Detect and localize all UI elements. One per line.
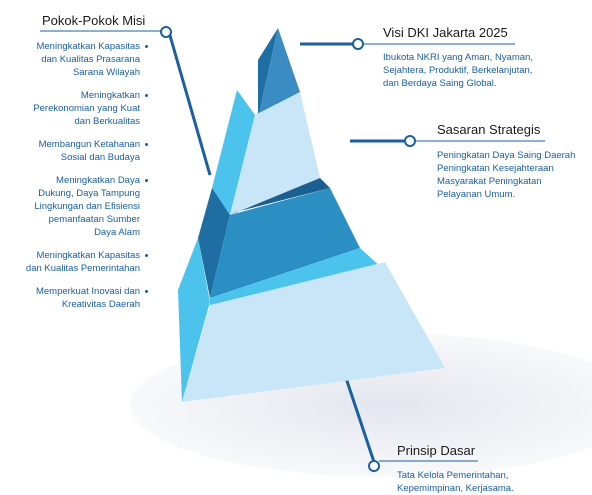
strategic-line: Peningkatan Kesejahteraan bbox=[437, 163, 554, 174]
mission-item-line: Meningkatkan bbox=[80, 90, 140, 101]
vision-connector-node bbox=[352, 38, 364, 50]
mission-item-line: Perekonomian yang Kuat bbox=[33, 103, 140, 114]
mission-list: Meningkatkan Kapasitas dan Kualitas Prasa… bbox=[8, 40, 148, 321]
bullet-icon bbox=[145, 143, 148, 146]
pyramid-top-front-face bbox=[258, 28, 300, 118]
mission-item: Meningkatkan Kapasitas dan Kualitas Pemer… bbox=[8, 249, 148, 275]
strategic-line: Masyarakat Peningkatan bbox=[437, 176, 542, 187]
pyramid-tier3-top-band bbox=[230, 178, 330, 215]
vision-description: Ibukota NKRI yang Aman, Nyaman, Sejahtera… bbox=[383, 51, 533, 90]
mission-item-line: Dukung, Daya Tampung bbox=[38, 188, 140, 199]
pyramid-base-front-face bbox=[182, 262, 445, 402]
mission-connector bbox=[167, 31, 212, 176]
pyramid-base-side-face bbox=[178, 238, 210, 402]
vision-line: dan Berdaya Saing Global. bbox=[383, 78, 497, 89]
bullet-icon bbox=[145, 254, 148, 257]
mission-item-line: Membangun Ketahanan bbox=[38, 139, 140, 150]
mission-item-line: dan Berkualitas bbox=[74, 116, 140, 127]
mission-title: Pokok-Pokok Misi bbox=[42, 13, 146, 28]
bullet-icon bbox=[145, 179, 148, 182]
mission-item-line: Meningkatkan Kapasitas bbox=[36, 41, 140, 52]
mission-item-line: Meningkatkan Daya bbox=[56, 175, 140, 186]
mission-item-line: pemanfaatan Sumber bbox=[48, 214, 140, 225]
strategic-connector-node bbox=[404, 135, 416, 147]
vision-line: Ibukota NKRI yang Aman, Nyaman, bbox=[383, 52, 533, 63]
mission-item-line: Sosial dan Budaya bbox=[60, 152, 140, 163]
mission-item-line: dan Kualitas Pemerintahan bbox=[25, 263, 140, 274]
mission-item-line: dan Kualitas Prasarana bbox=[41, 54, 140, 65]
mission-item-line: Sarana Wilayah bbox=[72, 67, 140, 78]
pyramid-tier3-side-face bbox=[198, 188, 230, 298]
bullet-icon bbox=[145, 45, 148, 48]
mission-item-line: Daya Alam bbox=[94, 227, 140, 238]
mission-connector-node bbox=[160, 26, 172, 38]
mission-item-line: Kreativitas Daerah bbox=[61, 299, 140, 310]
pyramid-tier3-front-face bbox=[210, 188, 360, 298]
vision-line: Sejahtera, Produktif, Berkelanjutan, bbox=[383, 65, 533, 76]
strategic-line: Peningkatan Daya Saing Daerah bbox=[437, 150, 576, 161]
principle-line: Tata Kelola Pemerintahan, bbox=[397, 470, 509, 481]
strategic-title: Sasaran Strategis bbox=[437, 122, 541, 137]
pyramid-tier2-front-face bbox=[230, 92, 320, 215]
principle-description: Tata Kelola Pemerintahan, Kepemimpinan, K… bbox=[397, 469, 514, 495]
mission-item: Meningkatkan Kapasitas dan Kualitas Prasa… bbox=[8, 40, 148, 79]
mission-item-line: Lingkungan dan Efisiensi bbox=[34, 201, 140, 212]
pyramid-tier2-side-face bbox=[212, 90, 255, 215]
principle-connector bbox=[343, 374, 376, 463]
bullet-icon bbox=[145, 94, 148, 97]
mission-item-line: Meningkatkan Kapasitas bbox=[36, 250, 140, 261]
principle-title: Prinsip Dasar bbox=[397, 443, 476, 458]
bullet-icon bbox=[145, 290, 148, 293]
mission-item-line: Memperkuat Inovasi dan bbox=[35, 286, 140, 297]
strategic-line: Pelayanan Umum. bbox=[437, 189, 516, 200]
principle-line: Kepemimpinan, Kerjasama. bbox=[397, 483, 514, 494]
vision-title: Visi DKI Jakarta 2025 bbox=[383, 25, 508, 40]
principle-connector-node bbox=[368, 460, 380, 472]
